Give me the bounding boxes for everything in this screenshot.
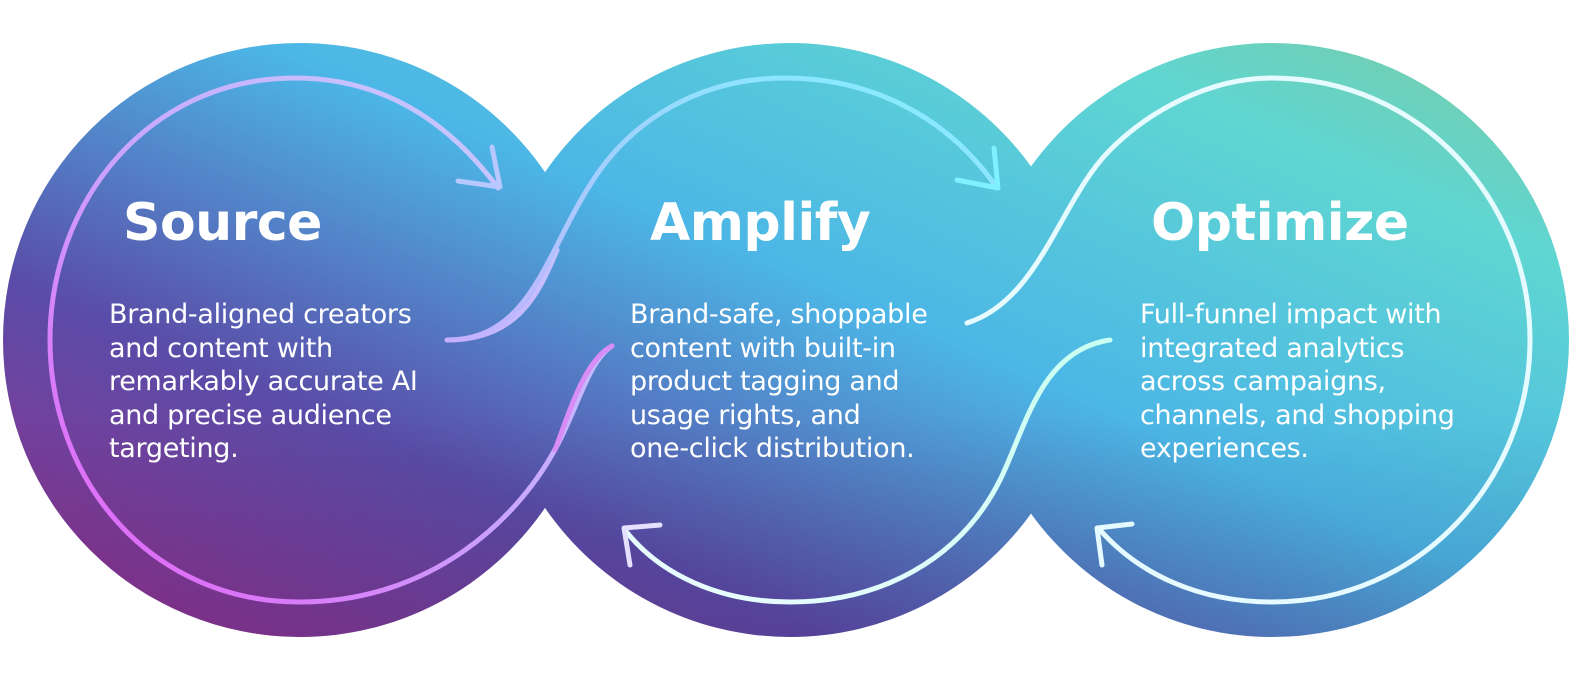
optimize-arrow-icon <box>1094 521 1135 568</box>
amplify-loop-stroke <box>444 75 998 343</box>
source-arrow-icon <box>455 144 503 190</box>
amplify-description: Brand-safe, shoppable content with built… <box>630 299 928 464</box>
optimize-title: Optimize <box>1151 193 1409 253</box>
optimize-loop-stroke <box>964 75 1533 605</box>
optimize-description: Full-funnel impact with integrated analy… <box>1140 299 1455 464</box>
source-description: Brand-aligned creators and content with … <box>109 299 418 464</box>
amplify-arrow-icon <box>954 145 1001 191</box>
source-to-amplify-connector <box>552 343 615 453</box>
amplify-title: Amplify <box>650 193 871 253</box>
amplify-return-arrow-icon <box>621 522 663 568</box>
amplify-return-stroke <box>622 337 1113 605</box>
source-title: Source <box>123 193 322 253</box>
